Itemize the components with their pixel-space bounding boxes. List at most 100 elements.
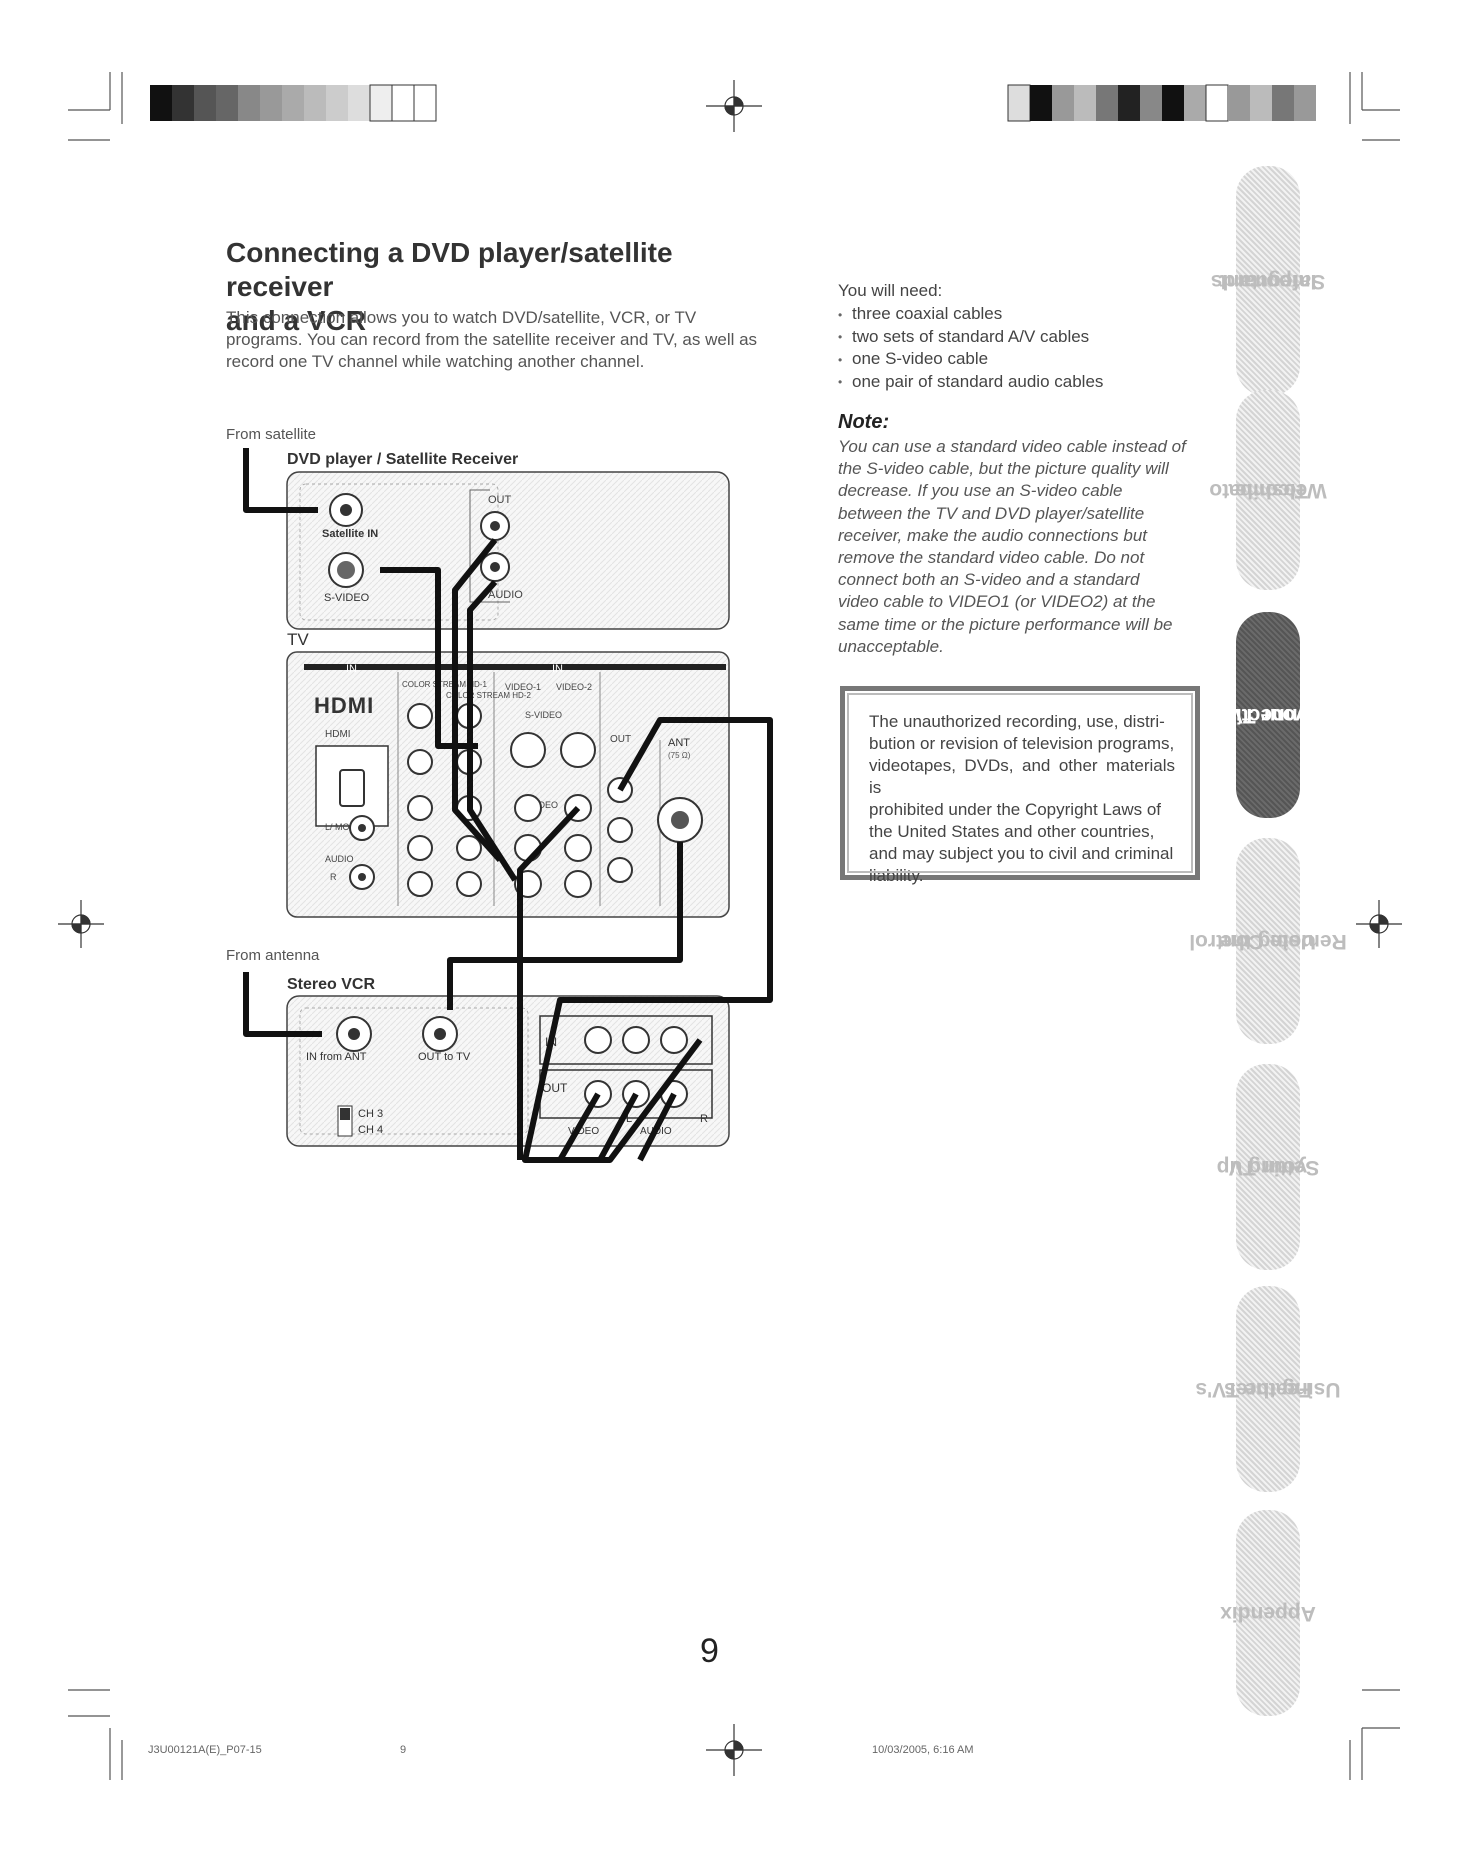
footer-page: 9	[400, 1744, 407, 1756]
tv-label: TV	[287, 630, 309, 649]
color-bar-left	[150, 84, 437, 122]
crosshair-left	[58, 900, 104, 948]
color-stream-hd2-label: COLOR STREAM HD-2	[446, 691, 531, 700]
vcr-panel	[286, 995, 730, 1147]
dvd-svideo-label: S-VIDEO	[324, 592, 370, 604]
ch4-label: CH 4	[358, 1124, 383, 1136]
note-line: between the TV and DVD player/satellite	[838, 503, 1145, 523]
tv-in-label-1: IN	[346, 663, 357, 675]
tv-in-label-2: IN	[552, 663, 563, 675]
vcr-out-label: OUT	[542, 1081, 568, 1095]
list-item: one S-video cable	[838, 348, 1103, 371]
hdmi-logo: HDMI	[314, 693, 374, 718]
dvd-audio-out-r	[480, 552, 510, 582]
hdmi-audio-l-jack	[349, 815, 375, 841]
satellite-in-label: Satellite IN	[322, 528, 378, 540]
intro-paragraph: This connection allows you to watch DVD/…	[226, 307, 796, 373]
vcr-video-label: VIDEO	[568, 1126, 599, 1137]
tv-audio-label: AUDIO	[325, 854, 354, 864]
in-from-ant-label: IN from ANT	[306, 1051, 367, 1063]
satellite-in-jack	[329, 493, 363, 527]
page-title: Connecting a DVD player/satellite receiv…	[226, 236, 786, 338]
vcr-l-label: L	[626, 1113, 632, 1125]
title-line-1: Connecting a DVD player/satellite receiv…	[226, 237, 673, 302]
dvd-audio-out-l	[480, 511, 510, 541]
note-body: You can use a standard video cable inste…	[838, 436, 1228, 658]
note-line: video cable to VIDEO1 (or VIDEO2) at the	[838, 592, 1156, 612]
needs-list: three coaxial cables two sets of standar…	[838, 303, 1103, 393]
copyright-line: videotapes, DVDs, and other materials is	[869, 756, 1175, 797]
dvd-audio-cable-l	[452, 538, 503, 863]
tv-svideo-label: S-VIDEO	[525, 710, 562, 720]
from-satellite-label: From satellite	[226, 426, 316, 443]
tv-audio-out-jacks	[607, 777, 633, 883]
tv-video-label: VIDEO	[530, 800, 558, 810]
from-antenna-label: From antenna	[226, 947, 320, 964]
cables	[243, 448, 773, 1163]
title-line-2: and a VCR	[226, 305, 367, 336]
crosshair-bottom	[706, 1724, 762, 1776]
tv-out-to-vcr-in	[522, 717, 773, 1163]
note-line: same time or the picture performance wil…	[838, 614, 1173, 634]
crosshair-top	[706, 80, 762, 132]
copyright-line: liability.	[869, 866, 924, 885]
copyright-line: The unauthorized recording, use, distri-	[869, 712, 1165, 731]
antenna-cable	[243, 972, 322, 1037]
hdmi-audio-r-jack	[349, 864, 375, 890]
dvd-audio-cable-r	[467, 580, 518, 882]
intro-line: record one TV channel while watching ano…	[226, 352, 645, 371]
ant-jack	[657, 797, 703, 843]
note-heading: Note:	[838, 411, 890, 433]
copyright-notice-box: The unauthorized recording, use, distri-…	[840, 686, 1200, 885]
list-item: one pair of standard audio cables	[838, 371, 1103, 394]
vcr-in-jacks	[584, 1026, 688, 1054]
satellite-cable	[243, 448, 318, 513]
hdmi-port-label: HDMI	[325, 729, 351, 740]
component-jacks	[407, 703, 482, 897]
dvd-out-label: OUT	[488, 494, 512, 506]
crosshair-right	[1356, 900, 1402, 948]
note-line: connect both an S-video and a standard	[838, 570, 1140, 590]
ant-out-coax	[447, 842, 683, 1010]
list-item: two sets of standard A/V cables	[838, 326, 1103, 349]
ant-label: ANT	[668, 737, 690, 749]
note-line: You can use a standard video cable inste…	[838, 437, 1186, 456]
tv-r-label: R	[330, 872, 337, 882]
intro-line: This connection allows you to watch DVD/…	[226, 308, 697, 327]
note-line: decrease. If you use an S-video cable	[838, 481, 1123, 501]
footer-file: J3U00121A(E)_P07-15	[148, 1744, 262, 1756]
color-bar-right	[1007, 84, 1316, 122]
note-line: remove the standard video cable. Do not	[838, 548, 1145, 568]
vcr-out-video	[557, 1092, 601, 1162]
video1-label: VIDEO-1	[505, 682, 541, 692]
color-stream-hd1-label: COLOR STREAM HD-1	[402, 680, 487, 689]
tv-out-label: OUT	[610, 734, 631, 745]
needs-heading: You will need:	[838, 281, 943, 300]
vcr-ant-in-jack	[336, 1016, 372, 1052]
dvd-audio-label: AUDIO	[488, 589, 523, 601]
note-line: the S-video cable, but the picture quali…	[838, 459, 1169, 479]
copyright-line: prohibited under the Copyright Laws of	[869, 800, 1162, 819]
vcr-out-to-tv-jack	[422, 1016, 458, 1052]
ch3-label: CH 3	[358, 1108, 383, 1120]
dvd-panel	[286, 471, 730, 630]
vcr-out-to-tv-in	[517, 805, 581, 1160]
page-number: 9	[700, 1632, 719, 1670]
note-line: receiver, make the audio connections but	[838, 525, 1148, 545]
vcr-label: Stereo VCR	[287, 976, 375, 993]
vcr-out-audio	[597, 1092, 677, 1162]
copyright-line: and may subject you to civil and crimina…	[869, 844, 1174, 863]
dvd-svideo-jack	[328, 552, 364, 588]
list-item: three coaxial cables	[838, 303, 1103, 326]
footer-date: 10/03/2005, 6:16 AM	[872, 1744, 974, 1756]
tab-appendix[interactable]: Appendix	[1220, 1510, 1316, 1716]
dvd-player-label: DVD player / Satellite Receiver	[287, 451, 518, 468]
